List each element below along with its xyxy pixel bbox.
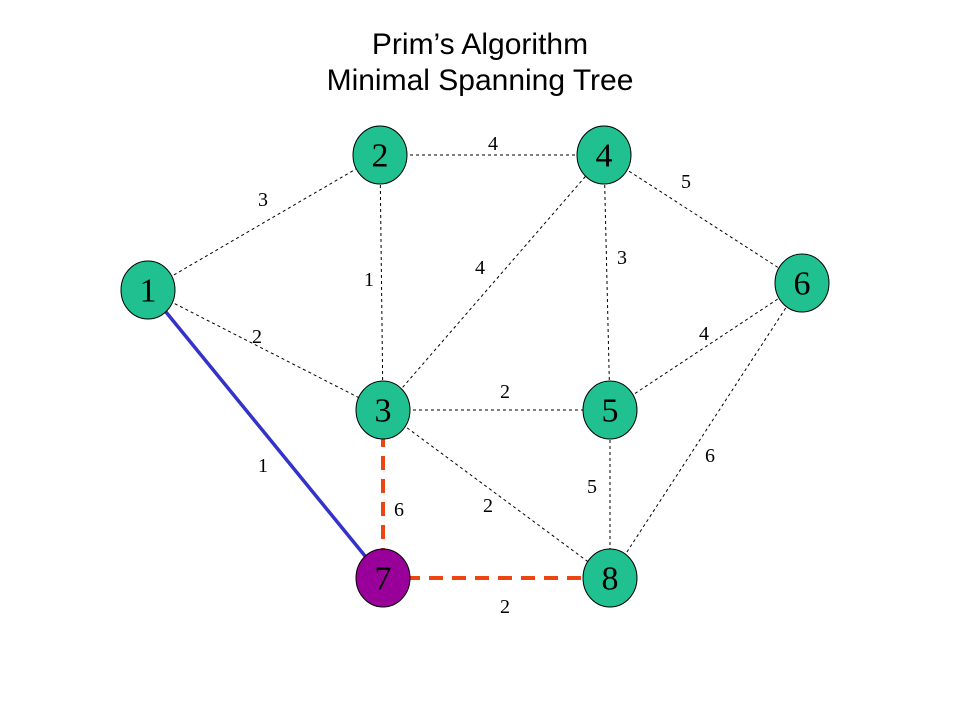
nodes-layer: 1 2 3 4 5 6 7 8 xyxy=(120,125,830,608)
edge-4-5 xyxy=(603,154,611,411)
edge-weight-3-4: 4 xyxy=(475,257,485,279)
edge-4-6 xyxy=(603,154,803,284)
node-label-2: 2 xyxy=(372,138,389,175)
title-line-2: Minimal Spanning Tree xyxy=(326,64,634,97)
edge-weight-4-6: 5 xyxy=(681,171,691,193)
node-7: 7 xyxy=(355,548,411,608)
node-circle-7 xyxy=(355,548,411,608)
edge-weight-4-5: 3 xyxy=(617,247,627,269)
node-circle-1 xyxy=(120,260,176,320)
node-circle-4 xyxy=(576,125,632,185)
node-label-3: 3 xyxy=(375,393,392,430)
node-5: 5 xyxy=(582,380,638,440)
edge-weight-3-5: 2 xyxy=(500,381,510,403)
node-circle-6 xyxy=(774,253,830,313)
node-label-1: 1 xyxy=(140,273,157,310)
node-1: 1 xyxy=(120,260,176,320)
edge-1-2 xyxy=(147,154,381,291)
node-2: 2 xyxy=(352,125,408,185)
node-circle-2 xyxy=(352,125,408,185)
edge-3-4 xyxy=(382,154,605,411)
edge-weight-1-3: 2 xyxy=(252,326,262,348)
edge-3-8 xyxy=(382,409,611,579)
edge-1-7 xyxy=(146,288,385,580)
edge-weight-3-8: 2 xyxy=(483,495,493,517)
edge-weight-1-2: 3 xyxy=(258,189,268,211)
edge-labels-layer: 3 2 1 4 1 4 2 2 6 3 5 4 5 6 2 xyxy=(252,133,715,618)
node-3: 3 xyxy=(355,380,411,440)
node-label-4: 4 xyxy=(596,138,613,175)
edge-weight-2-3: 1 xyxy=(364,269,374,291)
edge-2-3 xyxy=(379,154,384,411)
node-6: 6 xyxy=(774,253,830,313)
edges-layer xyxy=(146,154,803,580)
edge-weight-5-8: 5 xyxy=(587,476,597,498)
edge-weight-5-6: 4 xyxy=(699,323,709,345)
node-label-6: 6 xyxy=(794,266,811,303)
edge-6-8 xyxy=(609,282,803,579)
edge-5-6 xyxy=(609,282,803,411)
edge-weight-3-7: 6 xyxy=(394,499,404,521)
node-label-7: 7 xyxy=(375,561,392,598)
edge-weight-6-8: 6 xyxy=(705,445,715,467)
node-8: 8 xyxy=(582,548,638,608)
node-label-8: 8 xyxy=(602,561,619,598)
title-line-1: Prim’s Algorithm xyxy=(371,28,589,61)
edge-weight-2-4: 4 xyxy=(488,133,498,155)
edge-weight-1-7: 1 xyxy=(258,455,268,477)
edge-1-3 xyxy=(147,289,384,411)
node-4: 4 xyxy=(576,125,632,185)
node-circle-5 xyxy=(582,380,638,440)
node-label-5: 5 xyxy=(602,393,619,430)
node-circle-3 xyxy=(355,380,411,440)
node-circle-8 xyxy=(582,548,638,608)
edge-weight-7-8: 2 xyxy=(500,596,510,618)
